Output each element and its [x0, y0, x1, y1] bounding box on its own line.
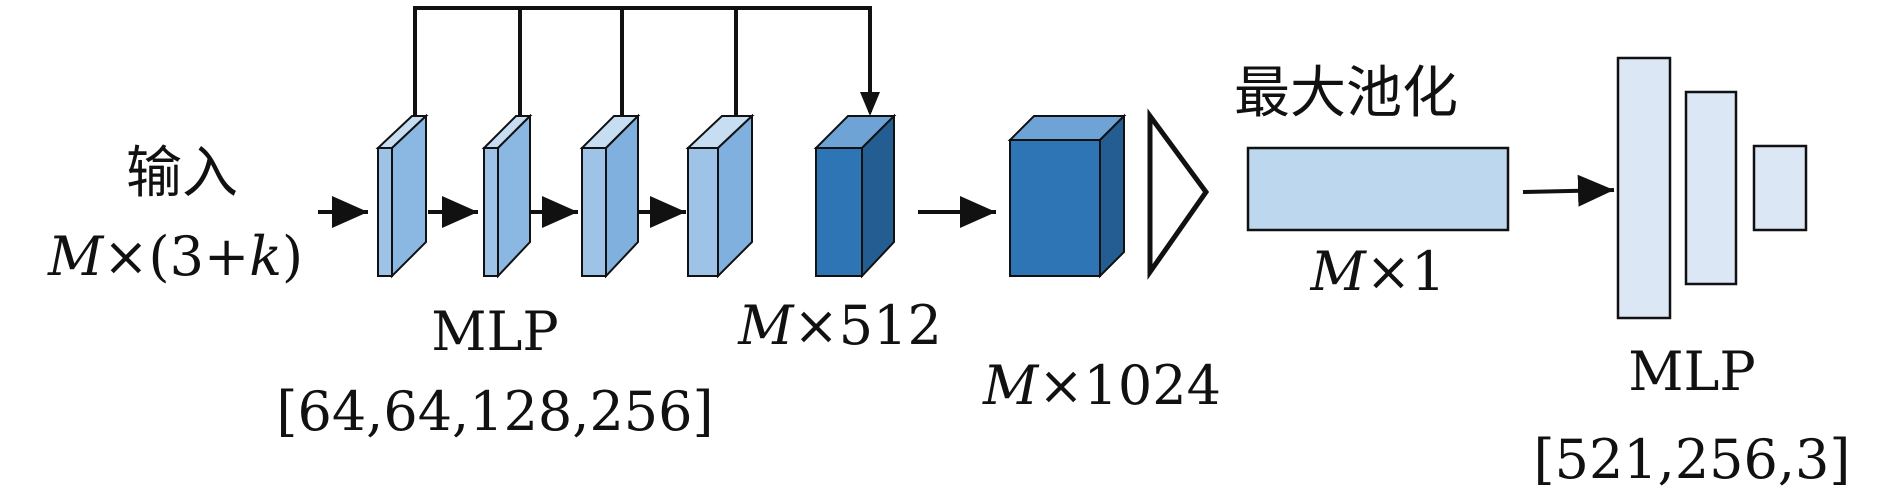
mlp1-label: MLP [431, 300, 559, 363]
maxpool-output-bar [1246, 146, 1510, 232]
flow-arrows [318, 174, 1615, 228]
mlp-layer-1 [375, 113, 429, 279]
mlp-out-layer-1 [1616, 56, 1672, 320]
feature-1024-label: M×1024 [982, 354, 1221, 417]
maxpool-label: 最大池化 [1234, 61, 1458, 126]
input-dimension: M×(3+k) [47, 225, 303, 288]
mlp-out-layer-3 [1752, 144, 1808, 232]
maxpool-dimension: M×1 [1310, 240, 1446, 303]
skip-arrow-head [860, 92, 880, 116]
mlp2-sizes: [521,256,3] [1534, 428, 1851, 491]
maxpool-triangle [1147, 108, 1210, 280]
mlp1-sizes: [64,64,128,256] [276, 380, 713, 443]
mlp-layer-4 [685, 113, 755, 279]
mlp-layer-3 [579, 113, 641, 279]
input-label: 输入 [126, 141, 238, 206]
input-label-group: 输入 M×(3+k) [47, 141, 303, 288]
mlp-out-layer-2 [1684, 90, 1738, 286]
feature-512-block [813, 113, 897, 279]
feature-1024-cube [1007, 113, 1127, 279]
arrow-pool-to-mlp [1522, 174, 1615, 207]
skip-connections [413, 6, 880, 116]
feature-512-label: M×512 [737, 294, 942, 357]
skip-top-line [413, 6, 872, 115]
mlp-output-layers [1616, 56, 1808, 320]
mlp-layer-2 [481, 113, 533, 279]
mlp2-label: MLP [1628, 340, 1756, 403]
